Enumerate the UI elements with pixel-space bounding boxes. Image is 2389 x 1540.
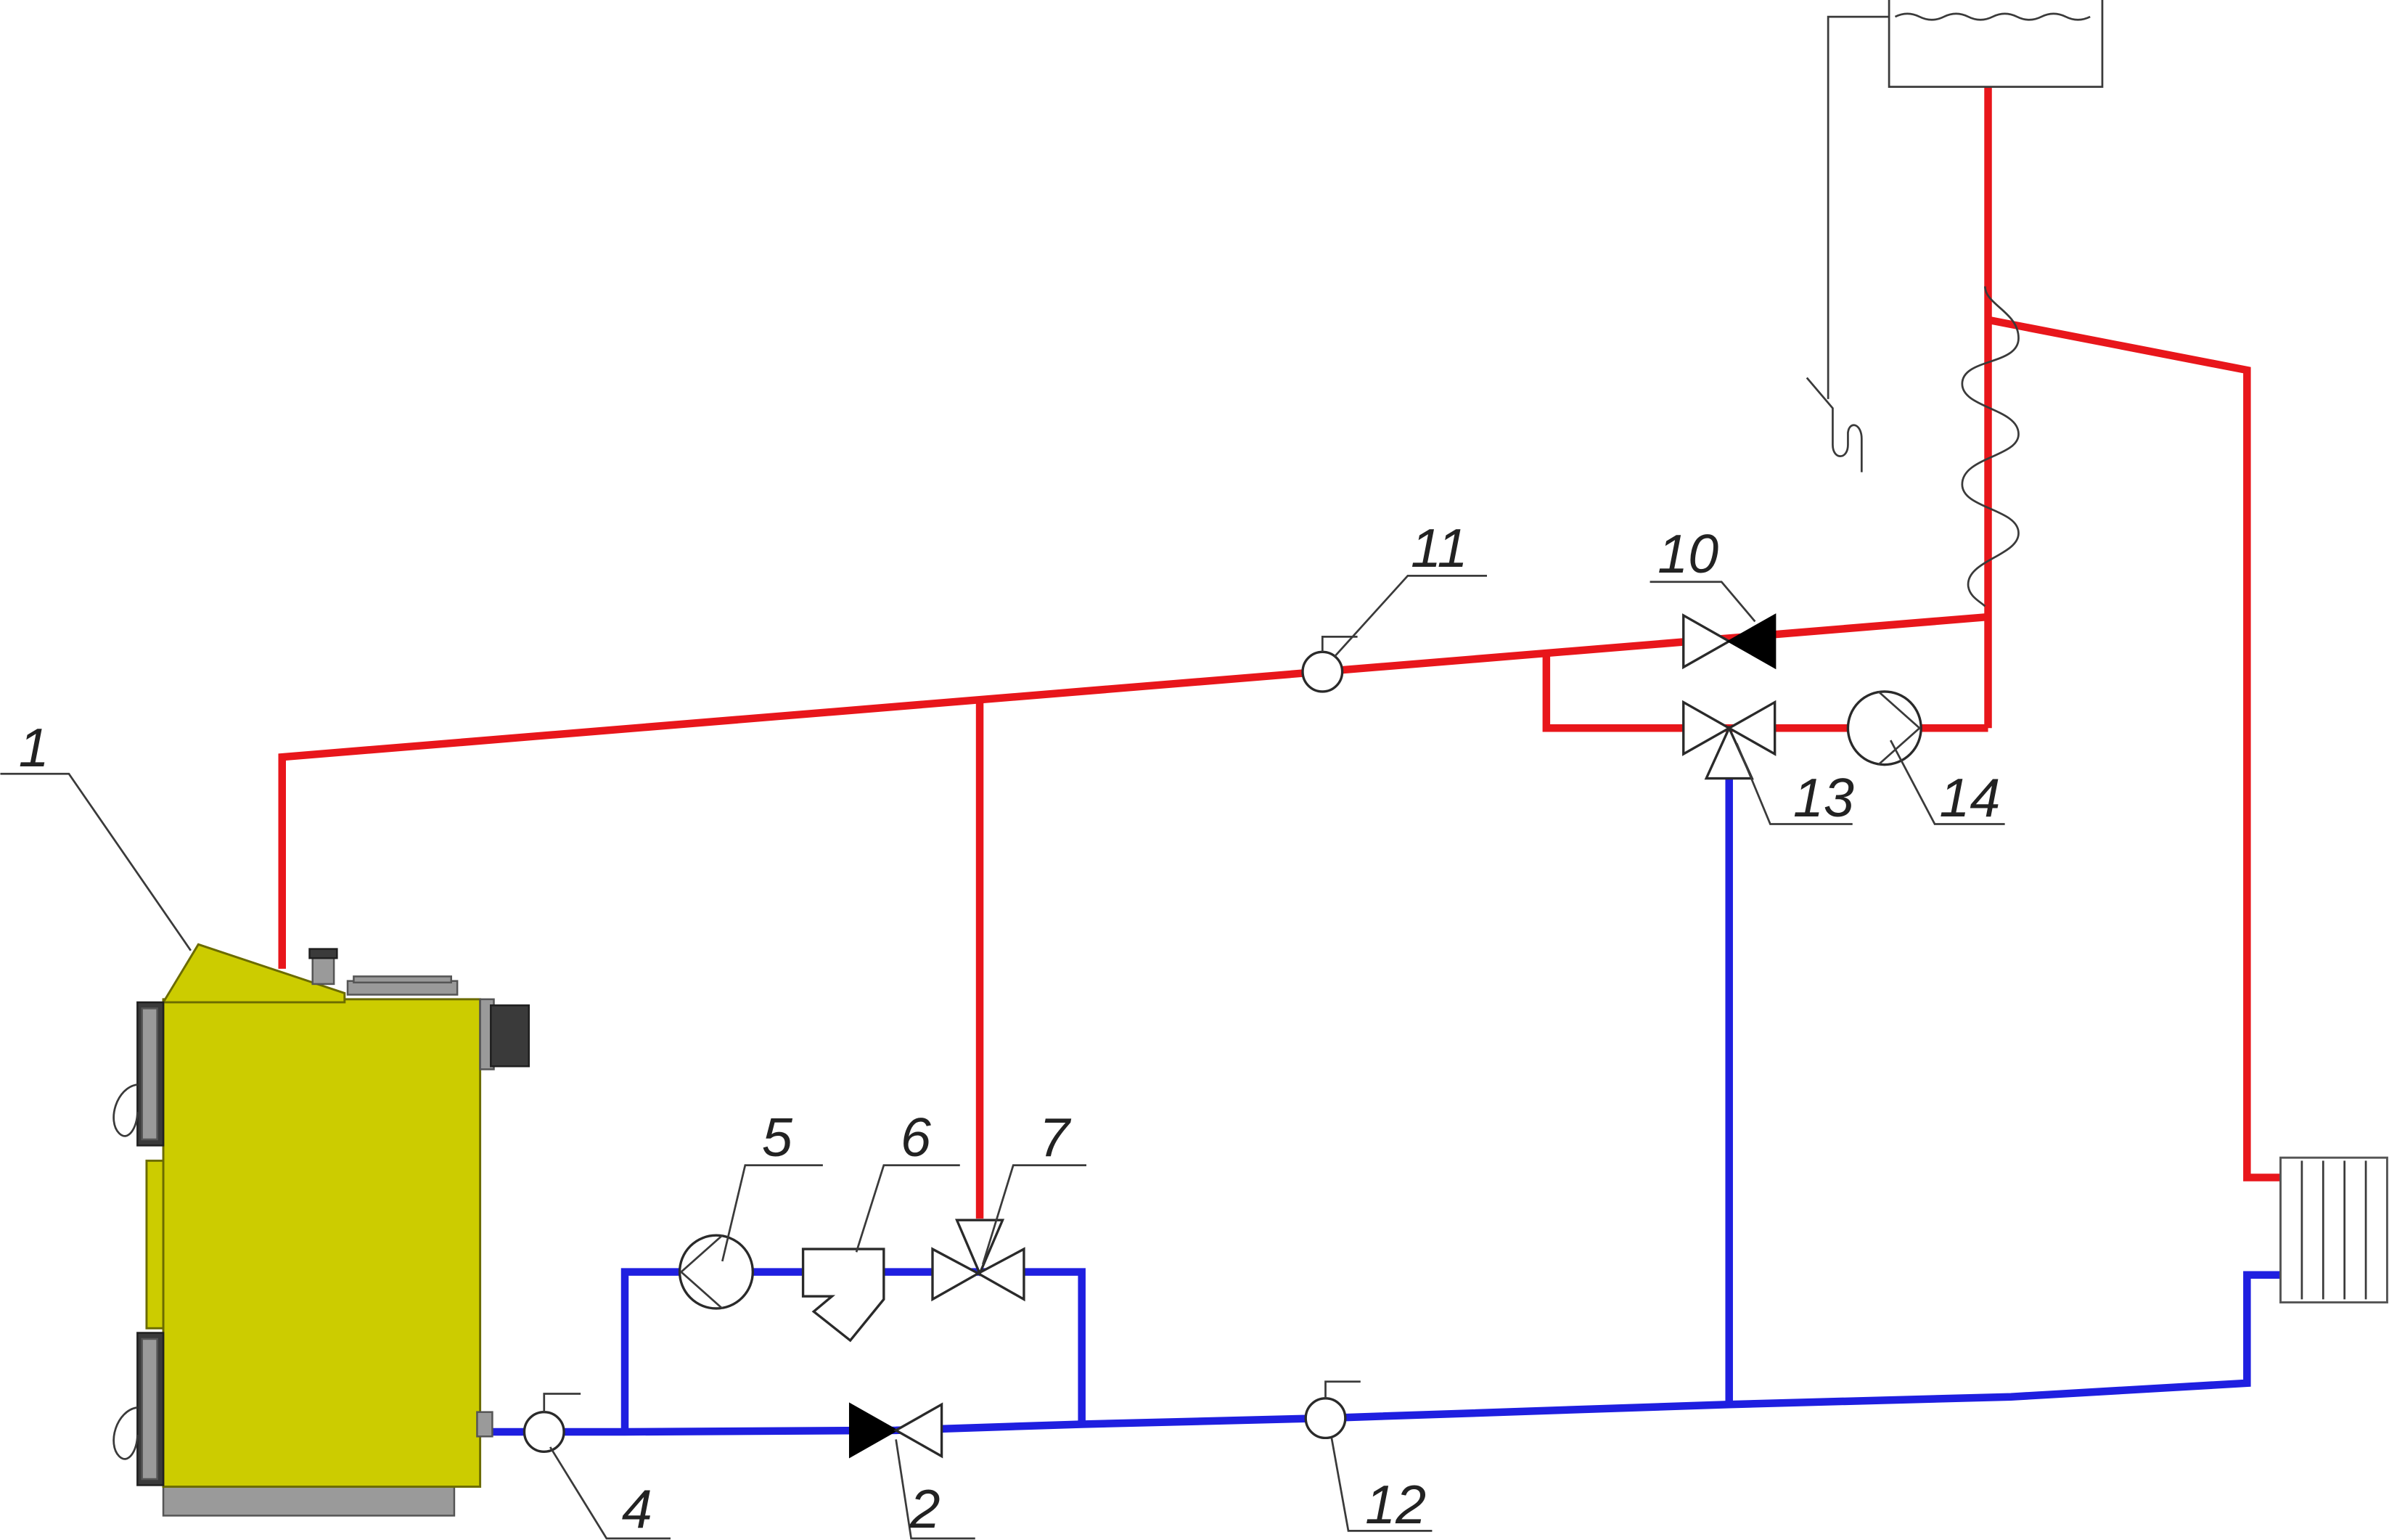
callout-10: 10 <box>1657 524 1718 585</box>
callout-4: 4 <box>622 1479 652 1540</box>
valve-2-icon <box>848 1402 943 1459</box>
sensor-12-circle <box>1304 1397 1347 1440</box>
radiator-body <box>2279 1156 2388 1304</box>
valve-7-top <box>955 1219 1005 1277</box>
valve-2-left <box>848 1402 899 1459</box>
valve-13-right <box>1726 700 1777 756</box>
boiler-top-plate-lip <box>353 975 452 984</box>
callout-2: 2 <box>909 1479 941 1540</box>
callout-numbers: 1 2 4 5 6 7 10 11 12 13 14 <box>19 518 2001 1540</box>
leader-11 <box>1334 575 1487 658</box>
leader-4 <box>549 1446 671 1540</box>
leader-7 <box>981 1164 1086 1265</box>
leader-13 <box>1735 742 1853 825</box>
pump-14-circle <box>1846 690 1922 766</box>
valve-7-right <box>975 1247 1025 1302</box>
pump-5-circle <box>678 1234 754 1310</box>
sensor-4-icon <box>523 1393 581 1453</box>
callout-1: 1 <box>19 718 49 779</box>
callout-6: 6 <box>901 1107 932 1168</box>
boiler-base <box>162 1483 456 1517</box>
upper-door-panel <box>141 1007 158 1141</box>
callout-13: 13 <box>1793 768 1854 829</box>
upper-door-handle-icon <box>112 1084 139 1137</box>
pump-14-icon <box>1846 690 1922 766</box>
sensor-12-flag <box>1324 1380 1361 1398</box>
boiler-top-fitting-cap <box>308 948 338 959</box>
leader-1 <box>0 772 192 951</box>
return-pipes <box>484 777 2281 1436</box>
filter-6-icon <box>801 1248 885 1343</box>
sensor-11-flag <box>1321 635 1358 652</box>
tank-outline <box>1888 0 2104 89</box>
leader-6 <box>855 1164 960 1253</box>
sensor-11-circle <box>1301 650 1344 693</box>
boiler-top-fitting <box>311 955 335 986</box>
overflow-drain-line <box>1806 15 1890 472</box>
callout-12: 12 <box>1365 1475 1426 1536</box>
pump-14-arrow <box>1877 690 1922 766</box>
supply-to-radiator <box>1987 316 2281 1181</box>
valve-7-icon <box>931 1219 1025 1302</box>
valve-13-left <box>1682 700 1732 756</box>
pump-5-arrow <box>679 1234 724 1309</box>
return-stub <box>476 1411 493 1438</box>
sensor-4-flag <box>543 1393 581 1412</box>
leader-14 <box>1889 740 2005 825</box>
tank-water-line <box>1894 12 2091 21</box>
leader-10 <box>1650 581 1756 623</box>
radiator-icon <box>2279 1156 2388 1304</box>
boiler-hood <box>161 943 346 1004</box>
sensor-4-circle <box>523 1411 565 1453</box>
lower-door-panel <box>141 1338 158 1480</box>
heat-exchanger-coil-icon <box>1961 286 2020 607</box>
callout-14: 14 <box>1939 768 2000 829</box>
return-main-pipe <box>484 1271 2281 1436</box>
sensor-11-icon <box>1301 635 1358 693</box>
leader-12 <box>1330 1438 1433 1532</box>
boiler <box>112 943 530 1517</box>
callout-5: 5 <box>762 1107 793 1168</box>
valve-10-icon <box>1682 613 1777 670</box>
valve-2-right <box>893 1402 943 1459</box>
pump-5-icon <box>678 1234 754 1310</box>
valve-13-icon <box>1682 700 1777 780</box>
expansion-tank <box>1888 0 2104 89</box>
supply-pipes <box>278 86 2281 1219</box>
supply-branch-loop <box>1542 653 1988 732</box>
radiator-sections <box>2300 1160 2367 1300</box>
valve-10-right <box>1726 613 1777 670</box>
leader-2 <box>895 1439 975 1540</box>
tank-fill <box>1889 0 2102 87</box>
callout-7: 7 <box>1039 1107 1072 1168</box>
middle-panel <box>145 1159 165 1330</box>
leader-5 <box>721 1164 823 1262</box>
valve-10-left <box>1682 613 1732 670</box>
callout-11: 11 <box>1411 518 1467 579</box>
callout-leaders <box>0 575 2005 1540</box>
flue-outlet <box>490 1004 530 1068</box>
boiler-body <box>162 998 482 1488</box>
valve-7-left <box>931 1247 981 1302</box>
supply-main-pipe <box>278 613 1988 969</box>
sensor-12-icon <box>1304 1380 1361 1440</box>
overflow-pipe <box>1827 15 1890 399</box>
lower-door-handle-icon <box>112 1406 139 1460</box>
drain-funnel-icon <box>1806 377 1863 472</box>
